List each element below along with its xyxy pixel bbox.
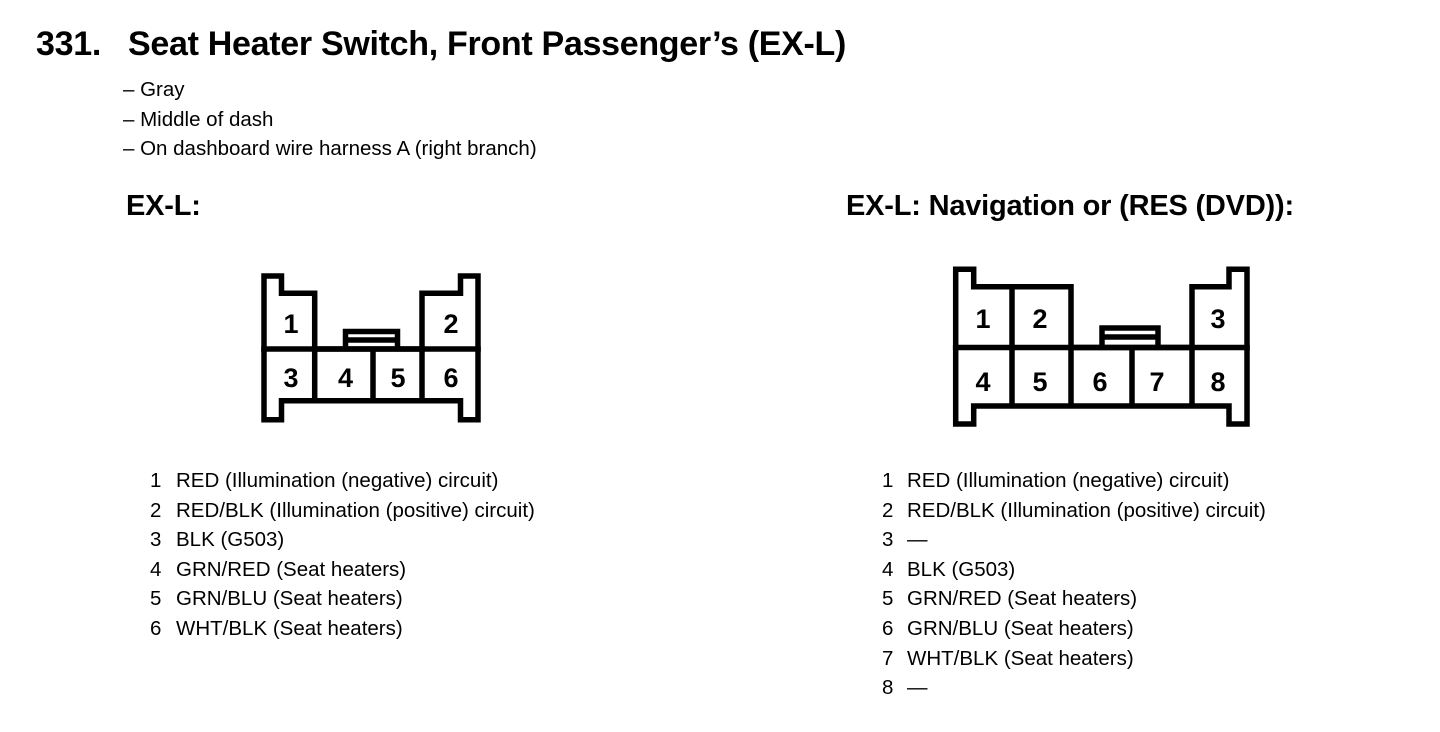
section-heading-exl-navigation: EX-L: Navigation or (RES (DVD)): <box>846 190 1294 222</box>
figure-attributes: – Gray – Middle of dash – On dashboard w… <box>123 75 537 164</box>
pin-number: 2 <box>150 498 162 522</box>
connector-outline <box>952 266 1250 427</box>
cavity-number: 4 <box>338 363 353 393</box>
pin-description: GRN/BLU (Seat heaters) <box>907 616 1134 640</box>
cavity-number: 6 <box>1092 367 1107 397</box>
pin-row: 4 BLK (G503) <box>882 555 1266 585</box>
pin-description: RED/BLK (Illumination (positive) circuit… <box>176 498 535 522</box>
cavity-number: 3 <box>1210 304 1225 334</box>
pin-number: 7 <box>882 646 894 670</box>
cavity-number: 4 <box>975 367 990 397</box>
pin-description: BLK (G503) <box>176 528 285 552</box>
pin-row: 2 RED/BLK (Illumination (positive) circu… <box>150 496 535 526</box>
cavity-number: 8 <box>1210 367 1225 397</box>
pin-description: BLK (G503) <box>907 557 1016 581</box>
pin-row: 6 GRN/BLU (Seat heaters) <box>882 614 1266 644</box>
pin-number: 3 <box>882 528 894 552</box>
cavity-number: 2 <box>1032 304 1047 334</box>
pin-row: 1 RED (Illumination (negative) circuit) <box>882 466 1266 496</box>
pin-number: 5 <box>882 587 894 611</box>
figure-number: 331. <box>36 25 101 63</box>
figure-title: Seat Heater Switch, Front Passenger’s (E… <box>128 25 846 63</box>
pin-row: 4 GRN/RED (Seat heaters) <box>150 555 535 585</box>
pin-row: 8 — <box>882 673 1266 703</box>
pin-number: 3 <box>150 528 162 552</box>
pin-description: RED (Illumination (negative) circuit) <box>176 469 499 492</box>
connector-outline <box>261 273 481 423</box>
cavity-number: 7 <box>1149 367 1164 397</box>
pin-row: 6 WHT/BLK (Seat heaters) <box>150 614 535 644</box>
pin-number: 4 <box>882 557 894 581</box>
pin-description: — <box>907 528 928 552</box>
attribute-line: – Middle of dash <box>123 107 274 131</box>
pin-number: 4 <box>150 557 162 581</box>
pin-row: 2 RED/BLK (Illumination (positive) circu… <box>882 496 1266 526</box>
pin-description: GRN/BLU (Seat heaters) <box>176 587 403 611</box>
cavity-number: 1 <box>283 309 298 339</box>
pin-row: 3 BLK (G503) <box>150 525 535 555</box>
pin-number: 6 <box>882 616 894 640</box>
attribute-line: – On dashboard wire harness A (right bra… <box>123 137 537 160</box>
connector-face-diagram-8pin: 1 2 3 4 5 6 7 8 <box>952 266 1250 427</box>
attribute-line: – Gray <box>123 78 185 101</box>
pin-list-exl-navigation: 1 RED (Illumination (negative) circuit) … <box>882 466 1266 703</box>
pin-number: 1 <box>150 469 162 492</box>
cavity-number: 1 <box>975 304 990 334</box>
pin-description: RED (Illumination (negative) circuit) <box>907 469 1230 492</box>
pin-number: 8 <box>882 676 894 700</box>
pin-description: GRN/RED (Seat heaters) <box>176 557 407 581</box>
connector-face-diagram-6pin: 1 2 3 4 5 6 <box>261 273 481 423</box>
pin-row: 5 GRN/RED (Seat heaters) <box>882 584 1266 614</box>
pin-row: 7 WHT/BLK (Seat heaters) <box>882 644 1266 674</box>
pin-row: 3 — <box>882 525 1266 555</box>
cavity-number: 5 <box>1032 367 1047 397</box>
pin-row: 1 RED (Illumination (negative) circuit) <box>150 466 535 496</box>
pin-number: 1 <box>882 469 894 492</box>
pin-number: 6 <box>150 616 162 640</box>
cavity-number: 2 <box>443 309 458 339</box>
cavity-number: 5 <box>390 363 405 393</box>
pin-description: GRN/RED (Seat heaters) <box>907 587 1138 611</box>
pin-description: WHT/BLK (Seat heaters) <box>176 616 403 640</box>
pin-description: RED/BLK (Illumination (positive) circuit… <box>907 498 1266 522</box>
section-heading-exl: EX-L: <box>126 190 201 222</box>
pin-row: 5 GRN/BLU (Seat heaters) <box>150 584 535 614</box>
pin-description: WHT/BLK (Seat heaters) <box>907 646 1134 670</box>
cavity-number: 3 <box>283 363 298 393</box>
pin-number: 5 <box>150 587 162 611</box>
pin-list-exl: 1 RED (Illumination (negative) circuit) … <box>150 466 535 644</box>
pin-number: 2 <box>882 498 894 522</box>
pin-description: — <box>907 676 928 700</box>
cavity-number: 6 <box>443 363 458 393</box>
